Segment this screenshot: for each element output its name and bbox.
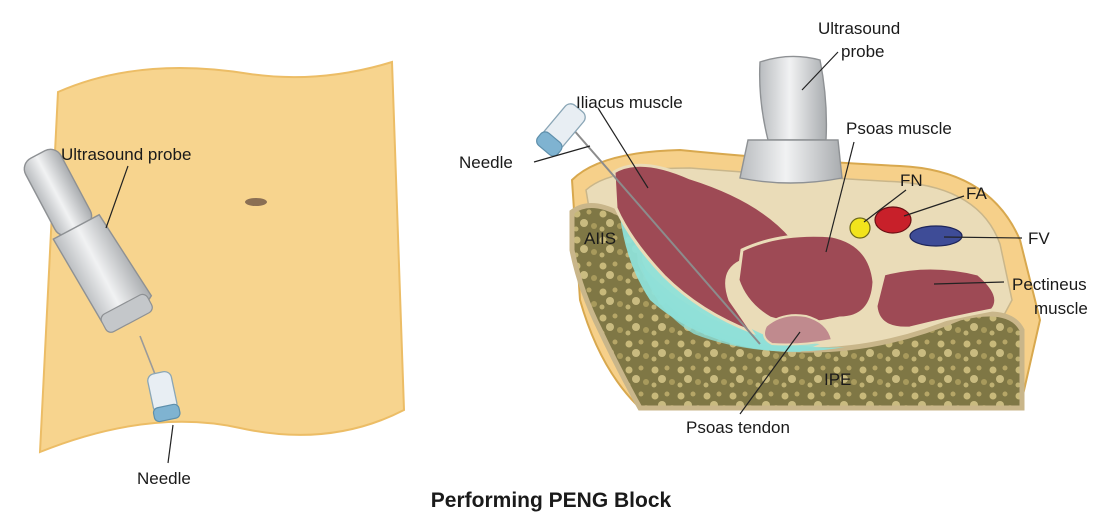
psoas-tendon-label: Psoas tendon [686, 418, 790, 437]
anatomical-landmark-mark [245, 198, 267, 206]
left-probe-label: Ultrasound probe [61, 145, 191, 164]
right-probe-label-line1: Ultrasound [818, 19, 900, 38]
right-panel: Ultrasound probe Iliacus muscle Psoas mu… [459, 19, 1088, 437]
femoral-nerve [850, 218, 870, 238]
ipe-label: IPE [824, 370, 851, 389]
left-needle-label: Needle [137, 469, 191, 488]
iliacus-label: Iliacus muscle [576, 93, 683, 112]
femoral-artery [875, 207, 911, 233]
right-needle-label: Needle [459, 153, 513, 172]
fn-label: FN [900, 171, 923, 190]
left-panel: Ultrasound probe Needle [15, 62, 404, 488]
figure-title: Performing PENG Block [431, 489, 672, 512]
right-probe-label-line2: probe [841, 42, 884, 61]
needle-leader-line [168, 425, 173, 463]
psoas-muscle [738, 235, 874, 323]
aiis-label: AIIS [584, 229, 616, 248]
psoas-label: Psoas muscle [846, 119, 952, 138]
fa-label: FA [966, 184, 987, 203]
pectineus-label-line1: Pectineus [1012, 275, 1087, 294]
femoral-vein [910, 226, 962, 246]
ultrasound-probe-right [740, 56, 842, 183]
fv-label: FV [1028, 229, 1050, 248]
pectineus-label-line2: muscle [1034, 299, 1088, 318]
